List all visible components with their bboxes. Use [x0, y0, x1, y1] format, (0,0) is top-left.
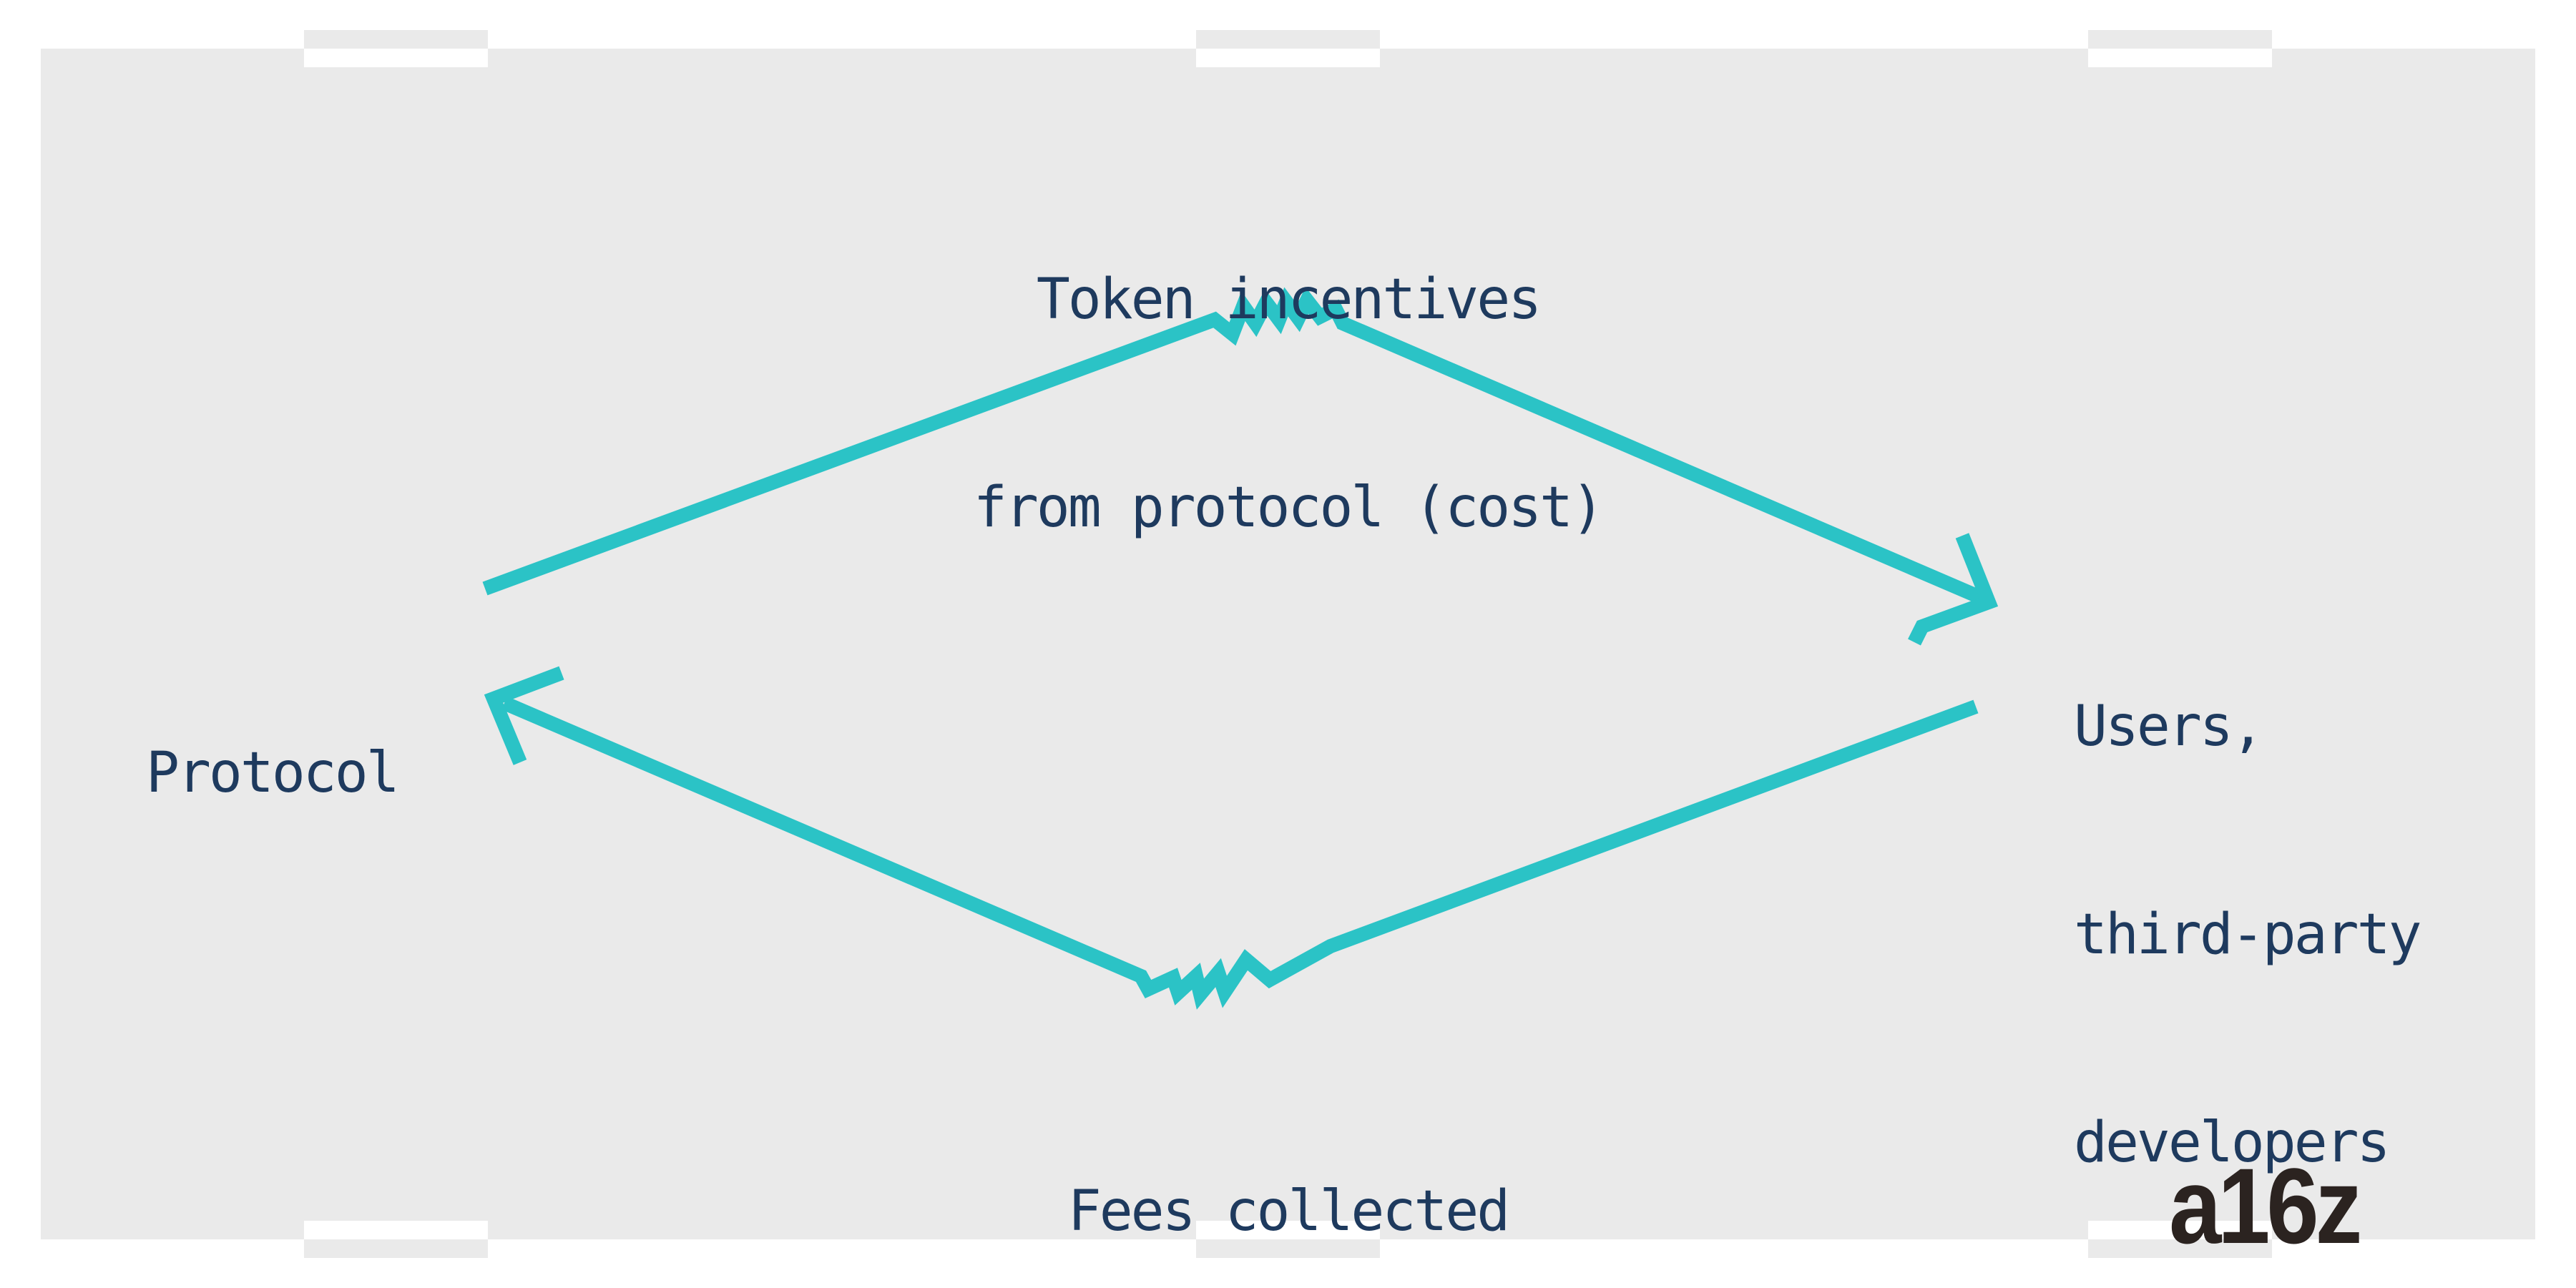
- edge-tab-mark: [1196, 49, 1380, 67]
- bottom-edge-label: Fees collected by protocol (revenue): [0, 1038, 2576, 1288]
- node-users-line3: developers: [2074, 1111, 2391, 1175]
- edge-tab-mark: [304, 1239, 488, 1258]
- edge-tab-mark: [1196, 1221, 1380, 1239]
- edge-tab-mark: [304, 49, 488, 67]
- node-users-line2: third-party: [2074, 903, 2422, 967]
- node-users-line1: Users,: [2074, 694, 2265, 759]
- logo-line1: a16z: [2169, 1146, 2362, 1266]
- edge-tab-mark: [2088, 49, 2272, 67]
- edge-tab-mark: [304, 30, 488, 49]
- edge-tab-mark: [2088, 1221, 2272, 1239]
- top-edge-label-line2: from protocol (cost): [973, 476, 1605, 540]
- bottom-edge-label-line1: Fees collected: [1067, 1179, 1510, 1244]
- node-protocol-text: Protocol: [146, 741, 400, 805]
- bottom-arrow-shaft: [501, 696, 1979, 1010]
- a16z-crypto-logo: a16z crypto: [2169, 1040, 2435, 1288]
- node-users-label: Users, third-party developers: [2074, 554, 2422, 1288]
- edge-tab-mark: [1196, 30, 1380, 49]
- top-edge-label: Token incentives from protocol (cost): [0, 127, 2576, 682]
- top-arrow-head: [1908, 533, 1999, 646]
- edge-tab-mark: [2088, 1239, 2272, 1258]
- edge-tab-mark: [304, 1221, 488, 1239]
- diagram-canvas: [41, 49, 2535, 1239]
- edge-tab-mark: [2088, 30, 2272, 49]
- top-arrow-shaft: [482, 287, 1984, 605]
- bottom-arrow-head: [484, 666, 564, 765]
- top-edge-label-line1: Token incentives: [1036, 267, 1542, 332]
- node-protocol-label: Protocol: [146, 600, 400, 947]
- edge-tab-mark: [1196, 1239, 1380, 1258]
